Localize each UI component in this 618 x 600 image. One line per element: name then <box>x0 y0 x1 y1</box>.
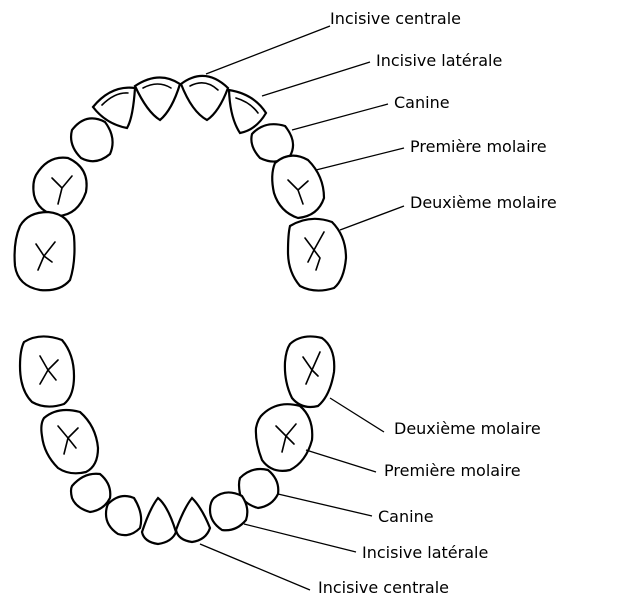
leader-lower-lateral-incisor <box>244 524 356 552</box>
leader-upper-canine <box>292 104 388 130</box>
label-upper-second-molar: Deuxième molaire <box>410 193 557 213</box>
lower-second-molar-left <box>285 336 334 407</box>
label-upper-lateral-incisor: Incisive latérale <box>376 51 502 71</box>
upper-first-molar-left <box>272 156 324 218</box>
leader-upper-lateral-incisor <box>262 62 370 96</box>
lower-first-molar-right <box>41 410 98 473</box>
lower-canine-right <box>71 474 110 512</box>
leader-lower-canine <box>278 494 372 516</box>
upper-second-molar-right <box>15 212 75 290</box>
label-lower-canine: Canine <box>378 507 434 527</box>
lower-central-incisor-left <box>176 498 210 542</box>
label-upper-first-molar: Première molaire <box>410 137 547 157</box>
leader-lower-first-molar <box>306 450 376 472</box>
label-lower-lateral-incisor: Incisive latérale <box>362 543 488 563</box>
lower-lateral-incisor-left <box>210 492 247 530</box>
upper-canine-right <box>71 118 113 161</box>
upper-arch <box>15 76 346 291</box>
lower-arch <box>20 336 334 544</box>
label-upper-central-incisor: Incisive centrale <box>330 9 461 29</box>
leader-lower-second-molar <box>330 398 384 432</box>
leader-upper-first-molar <box>316 148 404 170</box>
lower-lateral-incisor-right <box>106 496 141 535</box>
leader-upper-central-incisor <box>206 26 330 74</box>
lower-central-incisor-right <box>142 498 176 544</box>
lower-first-molar-left <box>256 404 312 471</box>
leader-lower-central-incisor <box>200 544 310 590</box>
leader-upper-second-molar <box>340 206 404 230</box>
label-upper-canine: Canine <box>394 93 450 113</box>
label-lower-central-incisor: Incisive centrale <box>318 578 449 598</box>
label-lower-first-molar: Première molaire <box>384 461 521 481</box>
label-lower-second-molar: Deuxième molaire <box>394 419 541 439</box>
